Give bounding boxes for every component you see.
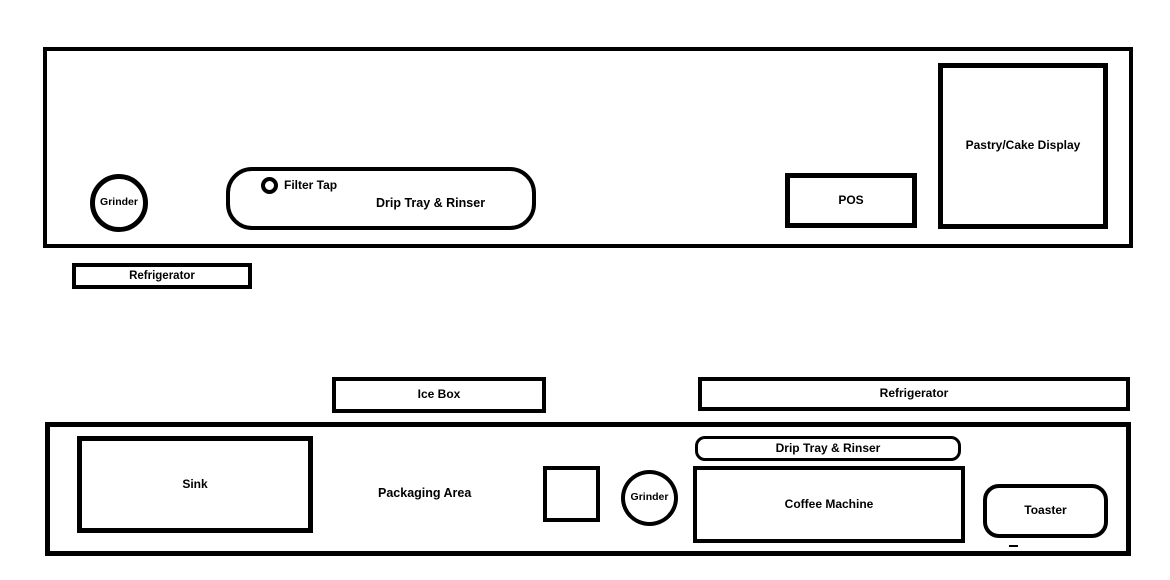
ice-box: Ice Box xyxy=(332,377,546,413)
refrigerator-top: Refrigerator xyxy=(72,263,252,289)
sink: Sink xyxy=(77,436,313,533)
drip-tray-rinser-bottom: Drip Tray & Rinser xyxy=(695,436,961,461)
pos-box: POS xyxy=(785,173,917,228)
stray-dash-mark xyxy=(1009,545,1018,547)
toaster: Toaster xyxy=(983,484,1108,538)
filter-tap-icon xyxy=(261,177,278,194)
small-square xyxy=(543,466,600,522)
coffee-machine: Coffee Machine xyxy=(693,466,965,543)
refrigerator-bottom: Refrigerator xyxy=(698,377,1130,411)
grinder-circle-top: Grinder xyxy=(90,174,148,232)
pastry-cake-display: Pastry/Cake Display xyxy=(938,63,1108,229)
grinder-circle-bottom: Grinder xyxy=(621,470,678,526)
packaging-area-label: Packaging Area xyxy=(378,486,472,500)
drip-tray-rinser-top-label: Drip Tray & Rinser xyxy=(376,196,486,210)
filter-tap-label: Filter Tap xyxy=(284,178,338,192)
drip-tray-rinser-top xyxy=(226,167,536,230)
